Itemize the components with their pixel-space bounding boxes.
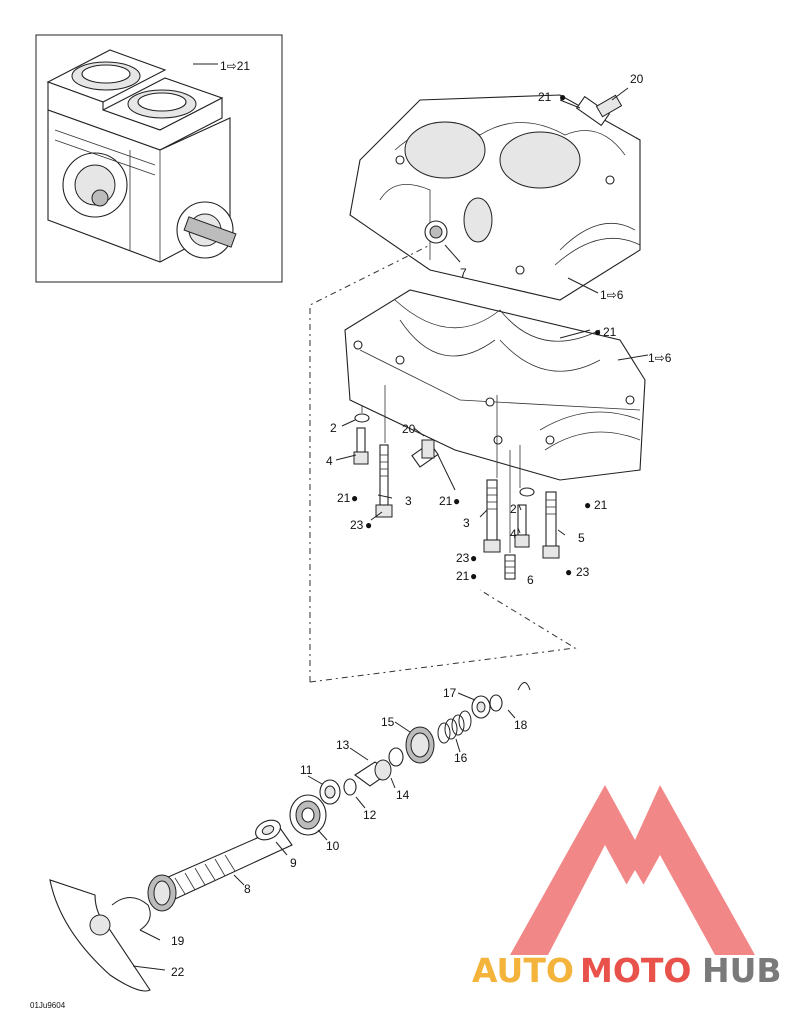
sealant-drop-icon: ● [470,551,477,565]
sealant-drop-icon: ● [470,569,477,583]
watermark-auto: AUTO [472,951,574,990]
callout-8: 8 [244,882,251,896]
callout-20-top: 20 [630,72,644,86]
watermark-moto: MOTO [580,951,691,990]
callout-1-6-lower: 1⇨6 [648,351,672,365]
callout-12: 12 [363,808,377,822]
triangle-logo-icon [510,785,755,955]
sealant-drop-icon: ● [351,491,358,505]
fitting-20-top [559,87,629,127]
callout-2-left: 2 [330,421,337,435]
callout-23-left: 23 [350,518,364,532]
callout-11: 11 [300,763,313,777]
upper-crankcase [349,94,641,301]
callout-13: 13 [336,738,350,752]
callout-21-mid: 21 [603,325,617,339]
callout-15: 15 [381,715,395,729]
callout-labels: 20 21 ● 7 1⇨6 ● 21 1⇨6 2 20 4 21 ● 3 23 … [30,72,672,1010]
callout-1-6-upper: 1⇨6 [600,288,624,302]
sealant-drop-icon: ● [453,494,460,508]
sealant-drop-icon: ● [565,565,572,579]
callout-5: 5 [578,531,585,545]
callout-4-left: 4 [326,454,333,468]
callout-9: 9 [290,856,297,870]
engine-inset: 1⇨21 [35,34,283,283]
callout-16: 16 [454,751,468,765]
callout-3-left: 3 [405,494,412,508]
callout-21-center: 21 [439,494,453,508]
sealant-drop-icon: ● [594,325,601,339]
lower-crankcase [344,289,649,481]
inset-frame [35,34,283,283]
callout-3-right: 3 [463,516,470,530]
fasteners [335,385,566,580]
callout-21-bottom: 21 [456,569,470,583]
callout-18: 18 [514,718,528,732]
callout-6: 6 [527,573,534,587]
drive-shaft-assembly [49,682,531,992]
callout-19: 19 [171,934,185,948]
callout-23-center: 23 [456,551,470,565]
callout-17: 17 [443,686,457,700]
watermark-logo [510,785,755,955]
callout-4-right: 4 [510,527,517,541]
sealant-drop-icon: ● [559,90,566,104]
callout-7: 7 [460,266,467,280]
fitting-20-mid [411,427,456,491]
callout-21-left: 21 [337,491,351,505]
callout-2-right: 2 [510,502,517,516]
callout-20-mid: 20 [402,422,416,436]
drawing-code: 01Ju9604 [30,1001,66,1010]
callout-21-top: 21 [538,90,552,104]
inset-callout: 1⇨21 [220,59,250,73]
callout-22: 22 [171,965,185,979]
watermark-hub: HUB [702,951,782,990]
callout-21-right: 21 [594,498,608,512]
callout-23-right: 23 [576,565,590,579]
sealant-drop-icon: ● [584,498,591,512]
callout-10: 10 [326,839,340,853]
callout-14: 14 [396,788,410,802]
sealant-drop-icon: ● [365,518,372,532]
